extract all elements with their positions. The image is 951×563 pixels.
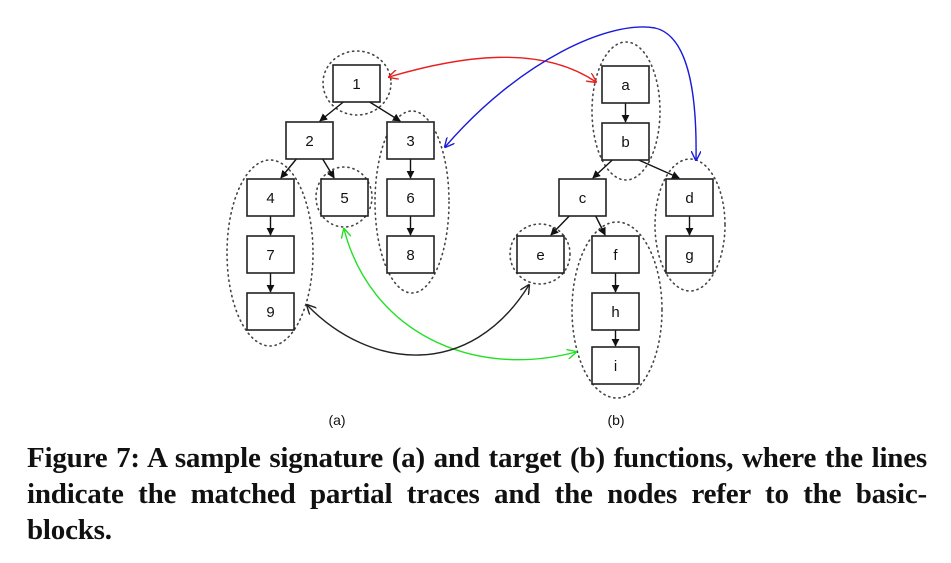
node-box — [246, 292, 295, 331]
node-d: d — [665, 178, 714, 217]
edge-b-d — [638, 159, 680, 179]
edge-1-3 — [369, 101, 401, 122]
partial-trace-5 — [315, 166, 373, 228]
partial-trace-groups — [226, 41, 726, 399]
node-b: b — [601, 122, 650, 161]
match-lines — [307, 26, 696, 361]
node-label: h — [611, 304, 619, 321]
node-box — [591, 292, 640, 331]
node-i: i — [591, 346, 640, 385]
node-label: d — [685, 190, 693, 207]
node-box — [601, 65, 650, 104]
node-box — [558, 178, 607, 217]
node-box — [591, 346, 640, 385]
partial-trace-4-7-9 — [226, 159, 314, 347]
edge-2-5 — [322, 158, 335, 179]
node-box — [246, 178, 295, 217]
node-8: 8 — [386, 235, 435, 274]
node-g: g — [665, 235, 714, 274]
node-label: i — [614, 358, 617, 375]
panel-label-a: (a) — [328, 412, 345, 428]
edge-c-f — [595, 215, 606, 236]
node-box — [591, 235, 640, 274]
figure-caption: Figure 7: A sample signature (a) and tar… — [27, 442, 927, 546]
match-line-blue — [445, 26, 696, 160]
node-label: 9 — [266, 304, 274, 321]
node-box — [665, 178, 714, 217]
node-c: c — [558, 178, 607, 217]
node-box — [386, 178, 435, 217]
node-label: 8 — [406, 247, 414, 264]
node-label: 5 — [340, 190, 348, 207]
node-9: 9 — [246, 292, 295, 331]
figure-diagram: 1 2 3 4 5 6 7 8 9 a b c d e f g h i (a) (b) — [226, 26, 726, 428]
node-5: 5 — [320, 178, 369, 217]
edge-2-4 — [280, 158, 297, 179]
node-label: c — [579, 190, 587, 207]
node-label: g — [685, 247, 693, 264]
node-a: a — [601, 65, 650, 104]
node-label: 2 — [305, 133, 313, 150]
node-2: 2 — [285, 121, 334, 160]
node-label: 1 — [352, 76, 360, 93]
node-label: e — [536, 247, 544, 264]
node-6: 6 — [386, 178, 435, 217]
node-box — [246, 235, 295, 274]
partial-trace-d-g — [654, 158, 726, 292]
node-box — [386, 121, 435, 160]
match-line-black — [307, 285, 529, 356]
node-label: f — [613, 247, 618, 264]
node-4: 4 — [246, 178, 295, 217]
node-e: e — [516, 235, 565, 274]
node-label: a — [621, 77, 630, 94]
partial-trace-a-b — [591, 41, 661, 181]
node-1: 1 — [332, 64, 381, 103]
node-label: 6 — [406, 190, 414, 207]
node-label: 7 — [266, 247, 274, 264]
node-h: h — [591, 292, 640, 331]
node-box — [332, 64, 381, 103]
match-line-green — [344, 229, 576, 361]
node-box — [320, 178, 369, 217]
node-label: 4 — [266, 190, 274, 207]
node-3: 3 — [386, 121, 435, 160]
node-label: b — [621, 134, 629, 151]
edge-b-c — [592, 159, 613, 179]
node-box — [285, 121, 334, 160]
edge-c-e — [550, 215, 570, 236]
match-line-red — [389, 56, 596, 82]
node-label: 3 — [406, 133, 414, 150]
panel-label-b: (b) — [607, 412, 624, 428]
edge-1-2 — [319, 101, 344, 122]
node-7: 7 — [246, 235, 295, 274]
node-box — [665, 235, 714, 274]
node-f: f — [591, 235, 640, 274]
